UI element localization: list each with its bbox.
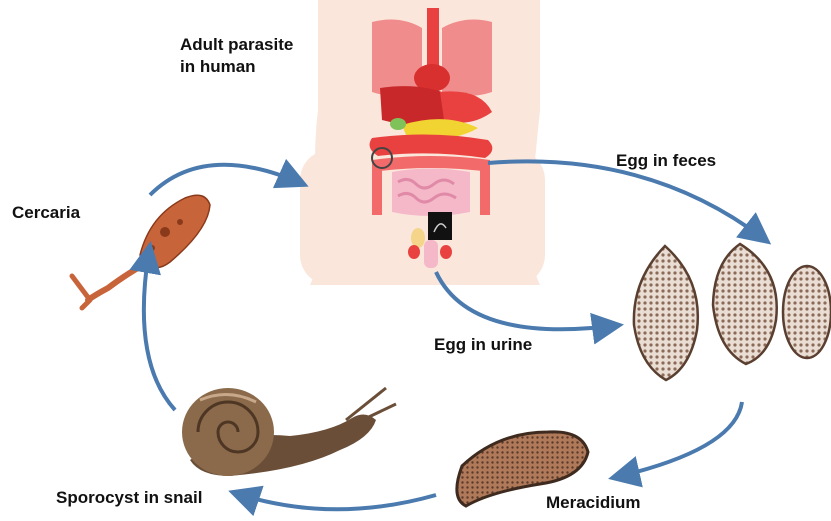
adult-parasite-label-line2: in human [180, 56, 293, 78]
human-body-icon [300, 0, 545, 285]
egg-in-urine-label: Egg in urine [434, 334, 532, 356]
arrow-cercaria-to-human [150, 165, 305, 195]
egg-in-feces-label: Egg in feces [616, 150, 716, 172]
meracidium-label: Meracidium [546, 492, 640, 514]
cercaria-icon [72, 195, 210, 308]
arrow-snail-to-cercaria [144, 245, 175, 410]
cercaria-label: Cercaria [12, 202, 80, 224]
sporocyst-label: Sporocyst in snail [56, 487, 202, 509]
adult-parasite-label: Adult parasite in human [180, 34, 293, 78]
egg-icon [634, 244, 831, 380]
arrow-meracidium-to-snail [232, 492, 436, 509]
arrow-eggs-to-meracidium [612, 402, 742, 478]
adult-parasite-label-line1: Adult parasite [180, 34, 293, 56]
snail-icon [182, 388, 396, 476]
